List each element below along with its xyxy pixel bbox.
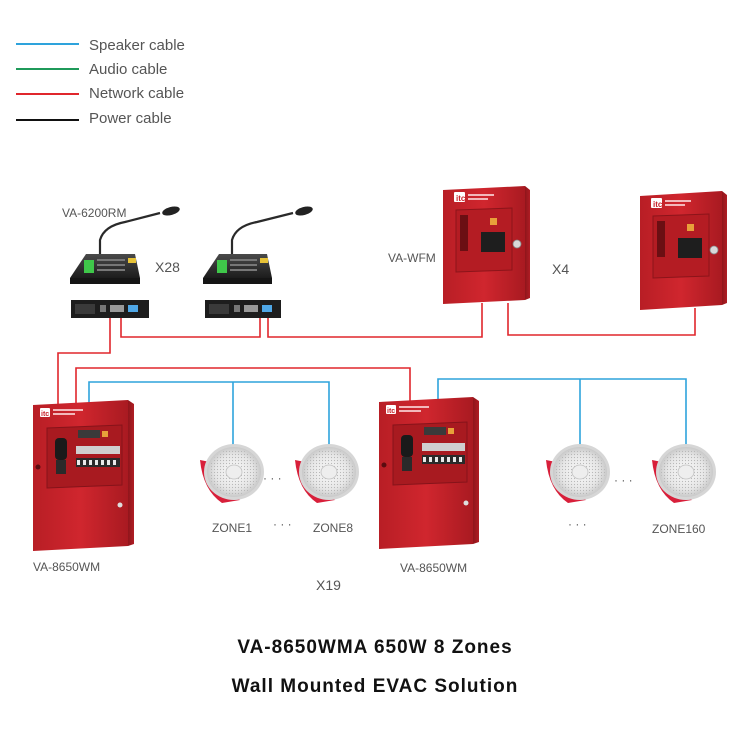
power-box-1 [71, 300, 149, 318]
caption-line-2: Wall Mounted EVAC Solution [231, 676, 519, 697]
ceiling-speaker-zone8 [295, 444, 359, 503]
legend-audio-cable-label: Audio cable [89, 61, 167, 78]
caption-line-1: VA-8650WMA 650W 8 Zones [237, 637, 513, 658]
speaker-cables [88, 378, 687, 450]
ceiling-speaker-zone1 [200, 444, 264, 503]
ceiling-speaker-right-1 [546, 444, 610, 503]
legend-power-cable: Power cable [16, 110, 172, 127]
zone-ellipsis-left: · · · [273, 517, 292, 531]
mic-model-label: VA-6200RM [62, 206, 126, 220]
wfm-model-label: VA-WFM [388, 251, 436, 265]
legend-speaker-cable-label: Speaker cable [89, 37, 185, 54]
wall-fire-mic-2: itc [640, 191, 727, 310]
svg-text:itc: itc [456, 194, 466, 203]
zone8-label: ZONE8 [313, 521, 353, 535]
speaker-ellipsis-left: · · · [263, 471, 282, 485]
legend-power-cable-label: Power cable [89, 110, 172, 127]
paging-mic-1 [70, 206, 180, 284]
svg-text:itc: itc [387, 408, 395, 415]
amplifier-cabinet-left: itc [33, 400, 134, 551]
amp-count-label: X19 [316, 577, 341, 593]
speaker-cable-amp-right [437, 378, 687, 450]
wall-fire-mic-1: itc [443, 186, 530, 304]
speaker-ellipsis-right: · · · [614, 473, 633, 487]
zone1-label: ZONE1 [212, 521, 252, 535]
network-cable-mic1-to-mic2 [120, 318, 261, 338]
power-box-2 [205, 300, 281, 318]
network-cable-wfm1-to-wfm2 [507, 303, 696, 336]
svg-text:itc: itc [41, 411, 49, 418]
svg-text:itc: itc [653, 200, 663, 209]
legend: Speaker cable Audio cable Network cable … [16, 37, 185, 127]
amp-left-model-label: VA-8650WM [33, 560, 100, 574]
paging-mic-2 [203, 206, 313, 284]
mic-count-label: X28 [155, 259, 180, 275]
legend-audio-cable: Audio cable [16, 61, 167, 78]
amplifier-cabinet-right: itc [379, 397, 479, 549]
network-cable-amp-left-to-amp-right [75, 367, 411, 405]
zone160-label: ZONE160 [652, 522, 706, 536]
network-cable-mic2-to-wfm1 [267, 303, 483, 338]
speaker-cable-amp-left [88, 381, 330, 450]
amp-right-model-label: VA-8650WM [400, 561, 467, 575]
network-cables [57, 303, 696, 405]
legend-speaker-cable: Speaker cable [16, 37, 185, 54]
network-cable-mic1-to-amp-left [57, 318, 111, 405]
ceiling-speaker-zone160 [652, 444, 716, 503]
zone-ellipsis-right: · · · [568, 517, 587, 531]
legend-network-cable-label: Network cable [89, 85, 184, 102]
wfm-count-label: X4 [552, 261, 569, 277]
legend-network-cable: Network cable [16, 85, 184, 102]
